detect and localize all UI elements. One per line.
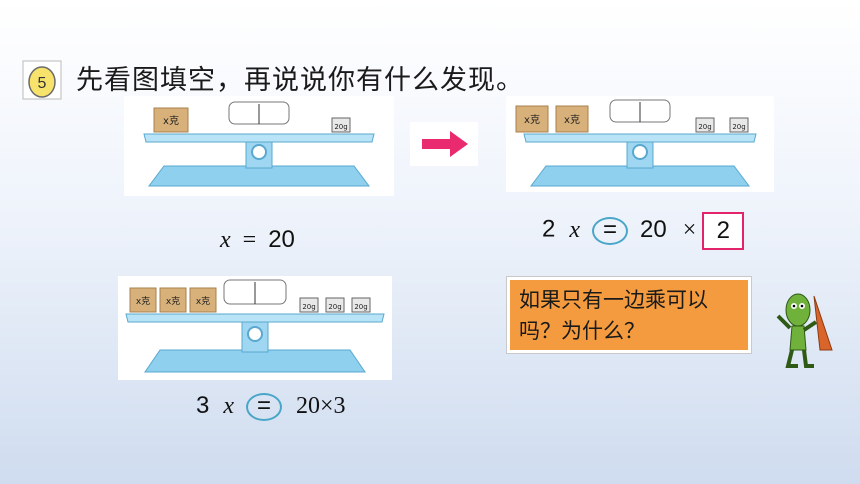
right-arrow-icon	[410, 122, 478, 166]
box-label: x克	[564, 114, 580, 126]
eq2-circled-sign: =	[592, 217, 629, 245]
eq2-op: ×	[682, 216, 697, 243]
question-text: 如果只有一边乘可以吗？为什么？	[519, 288, 708, 343]
eq2-answer-box: 2	[702, 212, 745, 250]
eq1-rhs: 20	[268, 226, 295, 253]
box-label: x克	[163, 115, 179, 127]
eq2-rhs: 20	[640, 215, 667, 243]
number-badge: 5	[22, 60, 62, 100]
badge-number: 5	[38, 75, 47, 92]
question-note: 如果只有一边乘可以吗？为什么？	[506, 276, 752, 354]
eq2-coef: 2	[542, 215, 556, 243]
eq3-rhs: 20×3	[296, 393, 346, 419]
equation-three: 3 x = 20×3	[196, 392, 346, 422]
weight-label: 20g	[732, 123, 745, 131]
weight-label: 20g	[334, 123, 347, 131]
eq1-var: x	[220, 227, 231, 253]
scale-three-boxes: x克 x克 x克 20g 20g 20g	[118, 276, 392, 380]
weight-label: 20g	[328, 303, 341, 311]
box-label: x克	[136, 296, 150, 307]
weight-label: 20g	[698, 123, 711, 131]
eq3-coef: 3	[196, 392, 210, 419]
scale-one-box: x克 20g	[124, 96, 394, 196]
page-title: 先看图填空，再说说你有什么发现。	[76, 65, 524, 96]
equation-one: x = 20	[220, 226, 295, 254]
eq3-var: x	[223, 393, 235, 419]
box-label: x克	[524, 114, 540, 126]
eq2-var: x	[569, 216, 581, 243]
box-label: x克	[166, 296, 180, 307]
scale-two-boxes: x克 x克 20g 20g	[506, 96, 774, 192]
equation-two: 2 x = 20 × 2	[542, 212, 745, 250]
cartoon-character-icon	[776, 293, 833, 368]
eq1-sign: =	[242, 227, 257, 253]
weight-label: 20g	[354, 303, 367, 311]
box-label: x克	[196, 296, 210, 307]
eq3-circled-sign: =	[246, 393, 283, 422]
weight-label: 20g	[302, 303, 315, 311]
